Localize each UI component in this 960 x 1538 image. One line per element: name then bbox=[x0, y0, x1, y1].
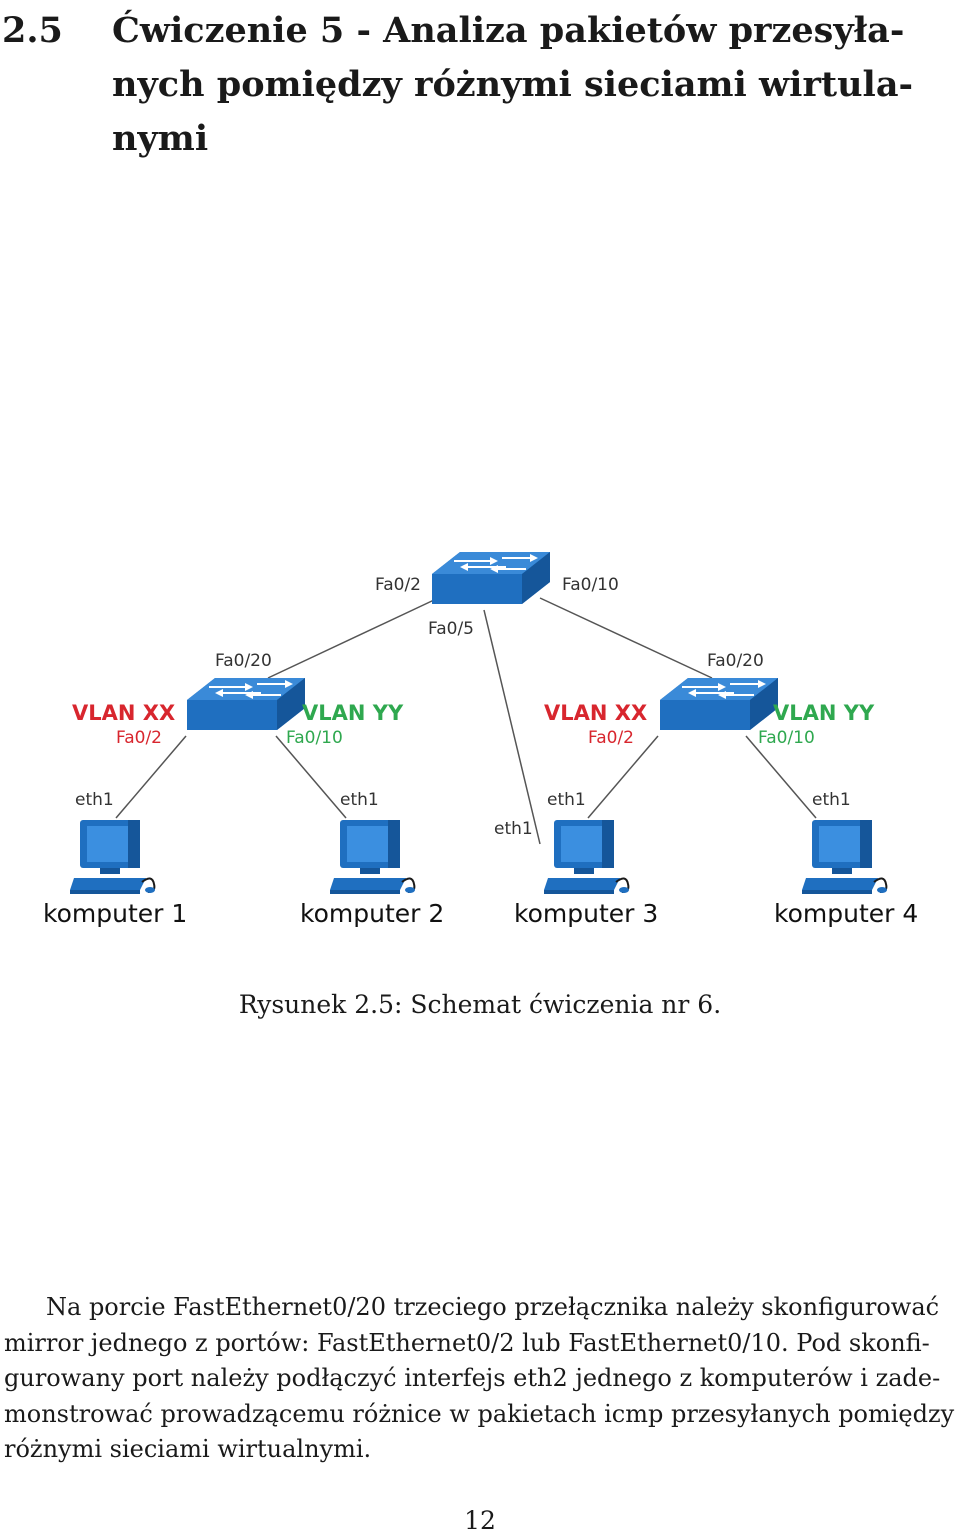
switch-right-icon bbox=[659, 677, 779, 731]
right-switch-vlan-a-label: VLAN XX bbox=[544, 701, 647, 725]
page-number: 12 bbox=[464, 1506, 496, 1535]
computer-1-icon bbox=[69, 819, 156, 895]
switch-left-icon bbox=[186, 677, 306, 731]
core-port-right-label: Fa0/10 bbox=[562, 575, 619, 595]
left-switch-vlan-a-label: VLAN XX bbox=[72, 701, 175, 725]
computer-4-icon bbox=[801, 819, 888, 895]
link-core-left bbox=[267, 599, 435, 679]
section-title-line-1: Ćwiczenie 5 - Analiza pakietów przesyła- bbox=[112, 10, 905, 51]
link-right-pc4 bbox=[745, 735, 817, 819]
section-title-line-2: nych pomiędzy różnymi sieciami wirtula- bbox=[112, 64, 914, 105]
left-switch-uplink-label: Fa0/20 bbox=[215, 651, 272, 671]
computer-1-label: komputer 1 bbox=[43, 899, 187, 928]
right-switch-vlan-b-label: VLAN YY bbox=[773, 701, 875, 725]
right-switch-vlan-b-port: Fa0/10 bbox=[758, 728, 815, 748]
link-core-pc3 bbox=[483, 609, 541, 845]
pc4-iface-label: eth1 bbox=[812, 790, 851, 810]
switch-core-icon bbox=[431, 551, 551, 605]
pc2-iface-label: eth1 bbox=[340, 790, 379, 810]
figure-caption: Rysunek 2.5: Schemat ćwiczenia nr 6. bbox=[238, 990, 722, 1019]
section-title: Ćwiczenie 5 - Analiza pakietów przesyła-… bbox=[112, 4, 960, 166]
paragraph-line: różnymi sieciami wirtualnymi. bbox=[4, 1435, 372, 1463]
left-switch-vlan-b-port: Fa0/10 bbox=[286, 728, 343, 748]
link-right-pc3 bbox=[587, 735, 659, 819]
pc3-core-iface-label: eth1 bbox=[494, 819, 533, 839]
link-left-pc1 bbox=[115, 735, 187, 819]
paragraph-line: gurowany port należy podłączyć interfejs… bbox=[4, 1364, 941, 1392]
left-switch-vlan-a-port: Fa0/2 bbox=[116, 728, 162, 748]
body-paragraph: Na porcie FastEthernet0/20 trzeciego prz… bbox=[4, 1290, 960, 1468]
computer-2-icon bbox=[329, 819, 416, 895]
left-switch-vlan-b-label: VLAN YY bbox=[302, 701, 404, 725]
link-core-right bbox=[539, 597, 713, 679]
paragraph-line: monstrować prowadzącemu różnice w pakiet… bbox=[4, 1399, 955, 1428]
computer-3-icon bbox=[543, 819, 630, 895]
pc1-iface-label: eth1 bbox=[75, 790, 114, 810]
link-left-pc2 bbox=[275, 735, 347, 819]
computer-4-label: komputer 4 bbox=[774, 899, 918, 928]
core-port-left-label: Fa0/2 bbox=[375, 575, 421, 595]
pc3-iface-label: eth1 bbox=[547, 790, 586, 810]
core-port-center-label: Fa0/5 bbox=[428, 619, 474, 639]
network-diagram: Fa0/2 Fa0/5 Fa0/10 Fa0/20 VLAN XX Fa0/2 … bbox=[0, 540, 960, 940]
section-title-line-3: nymi bbox=[112, 118, 209, 159]
computer-2-label: komputer 2 bbox=[300, 899, 444, 928]
computer-3-label: komputer 3 bbox=[514, 899, 658, 928]
paragraph-line: mirror jednego z portów: FastEthernet0/2… bbox=[4, 1328, 930, 1357]
paragraph-line: Na porcie FastEthernet0/20 trzeciego prz… bbox=[46, 1293, 940, 1321]
right-switch-uplink-label: Fa0/20 bbox=[707, 651, 764, 671]
right-switch-vlan-a-port: Fa0/2 bbox=[588, 728, 634, 748]
section-number: 2.5 bbox=[2, 10, 63, 51]
network-links bbox=[115, 597, 817, 845]
